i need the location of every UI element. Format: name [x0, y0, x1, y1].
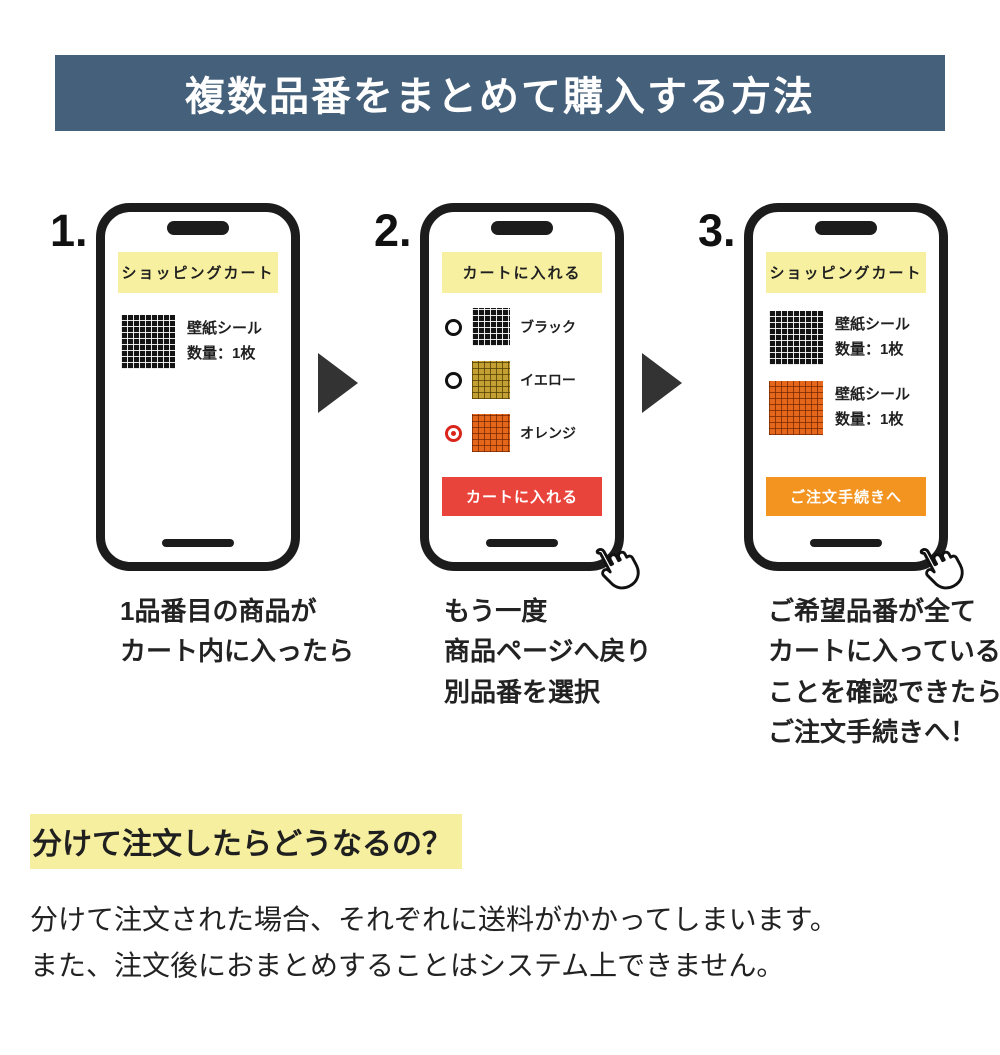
black-grid-swatch — [121, 315, 175, 369]
cart-item-label: 壁紙シール 数量：1枚 — [835, 316, 911, 358]
step-3-number: 3. — [698, 205, 736, 256]
note-body: 分けて注文された場合、それぞれに送料がかかってしまいます。 また、注文後におまと… — [30, 904, 838, 981]
phone-home-indicator — [810, 539, 882, 547]
step-1-number: 1. — [50, 205, 88, 256]
step-2-caption: もう一度 商品ページへ戻り 別品番を選択 — [444, 596, 652, 707]
black-grid-swatch — [769, 311, 823, 365]
add-to-cart-button[interactable]: カートに入れる — [442, 477, 602, 516]
radio-button-selected[interactable] — [445, 424, 462, 442]
note-section: 分けて注文したらどうなるの？ 分けて注文された場合、それぞれに送料がかかってしま… — [30, 814, 1000, 988]
step-3-caption: ご希望品番が全て カートに入っている ことを確認できたら ご注文手続きへ！ — [768, 596, 1000, 747]
arrow-right-icon — [318, 353, 358, 413]
phone-home-indicator — [486, 539, 558, 547]
color-option-black[interactable]: ブラック — [445, 308, 615, 346]
phone-notch — [167, 221, 229, 235]
yellow-grid-swatch — [472, 361, 510, 399]
cart-item: 壁紙シール 数量：1枚 — [121, 315, 275, 369]
step-1-caption: 1品番目の商品が カート内に入ったら — [120, 596, 355, 667]
step-2-number: 2. — [374, 205, 412, 256]
cursor-hand-icon — [919, 548, 964, 590]
header-banner: 複数品番をまとめて購入する方法 — [55, 55, 945, 131]
phone-mockup-3: ショッピングカート 壁紙シール 数量：1枚 壁紙シール 数量：1枚 ご注文手続き… — [744, 203, 964, 590]
page-title: 複数品番をまとめて購入する方法 — [185, 75, 815, 119]
cart-item-label: 壁紙シール 数量：1枚 — [835, 386, 911, 428]
phone-notch — [815, 221, 877, 235]
cart-item: 壁紙シール 数量：1枚 — [769, 381, 923, 435]
cursor-hand-icon — [595, 548, 640, 590]
phone-notch — [491, 221, 553, 235]
phone-home-indicator — [162, 539, 234, 547]
phone-mockup-1: ショッピングカート 壁紙シール 数量：1枚 — [96, 203, 300, 571]
steps-row: 1. ショッピングカート 壁紙シール 数量：1枚 1品番目の商品が カート内に入… — [0, 203, 1000, 752]
orange-grid-swatch — [769, 381, 823, 435]
note-heading: 分けて注文したらどうなるの？ — [30, 814, 462, 870]
cart-item-label: 壁紙シール 数量：1枚 — [187, 320, 263, 362]
radio-button[interactable] — [445, 371, 462, 389]
color-option-yellow[interactable]: イエロー — [445, 361, 615, 399]
cart-title-bar: ショッピングカート — [118, 252, 278, 293]
step-1: 1. ショッピングカート 壁紙シール 数量：1枚 1品番目の商品が カート内に入… — [50, 203, 355, 672]
phone-mockup-2: カートに入れる ブラック イエロー オレンジ カートに入れる — [420, 203, 640, 590]
arrow-right-icon — [642, 353, 682, 413]
cart-item: 壁紙シール 数量：1枚 — [769, 311, 923, 365]
color-option-orange[interactable]: オレンジ — [445, 414, 615, 452]
add-to-cart-title-bar: カートに入れる — [442, 252, 602, 293]
cart-title-bar: ショッピングカート — [766, 252, 926, 293]
radio-button[interactable] — [445, 318, 462, 336]
checkout-button[interactable]: ご注文手続きへ — [766, 477, 926, 516]
black-grid-swatch — [472, 308, 510, 346]
step-2: 2. カートに入れる ブラック イエロー オレンジ カートに入れる — [374, 203, 652, 712]
step-3: 3. ショッピングカート 壁紙シール 数量：1枚 壁紙シール 数量：1枚 ご注文… — [698, 203, 1000, 752]
orange-grid-swatch — [472, 414, 510, 452]
